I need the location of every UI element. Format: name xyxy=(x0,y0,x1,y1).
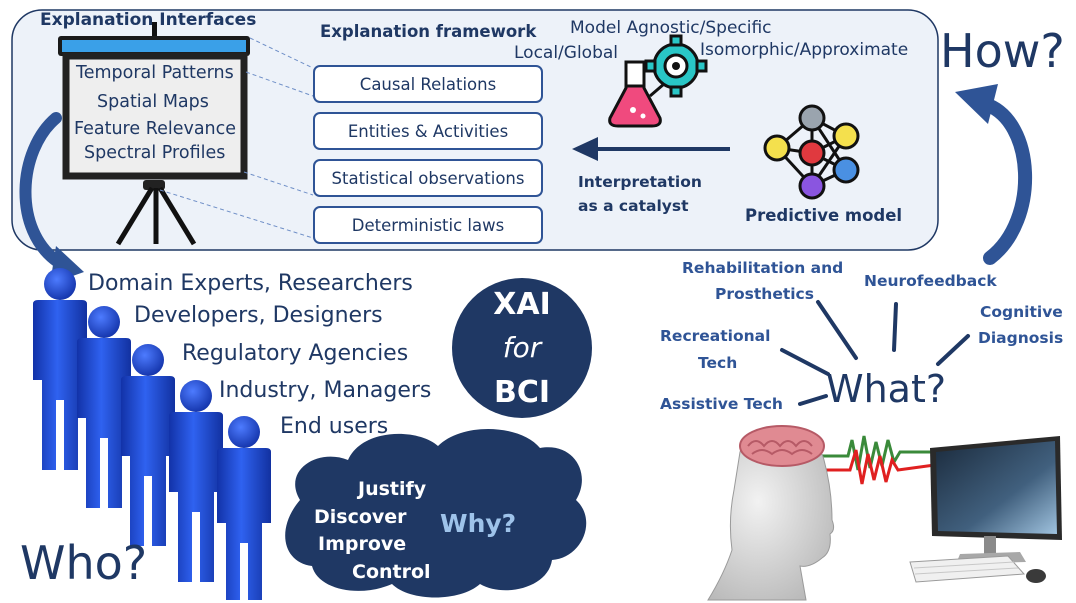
reason-control: Control xyxy=(352,561,431,583)
local-global-label: Local/Global xyxy=(514,43,619,63)
head-with-brain-icon xyxy=(707,425,835,601)
explanation-framework-title: Explanation framework xyxy=(320,22,537,41)
reason-justify: Justify xyxy=(358,478,427,500)
framework-box-deterministic-laws: Deterministic laws xyxy=(313,206,543,244)
people-figures-icon xyxy=(33,268,271,600)
who-label: Who? xyxy=(20,536,148,590)
interface-spectral-profiles: Spectral Profiles xyxy=(84,143,226,163)
interface-spatial-maps: Spatial Maps xyxy=(97,92,209,112)
for-label: for xyxy=(502,331,542,364)
model-agnostic-specific-label: Model Agnostic/Specific xyxy=(570,18,772,38)
neural-network-icon xyxy=(763,104,860,200)
presentation-board-icon xyxy=(58,22,250,246)
how-curved-arrow-icon xyxy=(955,84,1033,265)
interpretation-arrow-icon xyxy=(572,137,730,161)
interpretation-label: Interpretation xyxy=(578,173,702,191)
reason-discover: Discover xyxy=(314,506,407,528)
flask-gear-icon xyxy=(608,34,708,128)
framework-box-causal-relations: Causal Relations xyxy=(313,65,543,103)
app-prosthetics: Prosthetics xyxy=(715,285,814,303)
stakeholder-end-users: End users xyxy=(280,414,389,439)
predictive-model-label: Predictive model xyxy=(745,206,903,225)
app-recreational-tech: Tech xyxy=(698,354,738,372)
app-diagnosis: Diagnosis xyxy=(978,329,1064,347)
app-rehabilitation: Rehabilitation and xyxy=(682,259,844,277)
eeg-signal-icon xyxy=(820,435,943,485)
interface-feature-relevance: Feature Relevance xyxy=(74,119,237,139)
reason-improve: Improve xyxy=(318,533,407,555)
xai-label: XAI xyxy=(493,287,551,322)
stakeholder-domain-experts: Domain Experts, Researchers xyxy=(88,271,413,296)
stakeholder-industry: Industry, Managers xyxy=(219,378,432,403)
dashed-connectors xyxy=(159,37,314,239)
catalyst-label: as a catalyst xyxy=(578,197,689,215)
computer-icon xyxy=(909,436,1062,583)
how-label: How? xyxy=(940,24,1065,78)
stakeholder-developers: Developers, Designers xyxy=(134,303,383,328)
app-assistive-tech: Assistive Tech xyxy=(660,395,783,413)
why-label: Why? xyxy=(440,509,517,538)
bci-label: BCI xyxy=(493,375,551,410)
interface-temporal-patterns: Temporal Patterns xyxy=(76,63,234,83)
what-label: What? xyxy=(826,367,947,411)
xai-bci-circle xyxy=(452,278,592,418)
app-cognitive: Cognitive xyxy=(980,303,1063,321)
app-neurofeedback: Neurofeedback xyxy=(864,272,997,290)
explanation-interfaces-title: Explanation Interfaces xyxy=(40,10,257,30)
what-connector-lines xyxy=(780,300,970,406)
isomorphic-approximate-label: Isomorphic/Approximate xyxy=(700,40,909,60)
stakeholder-regulatory: Regulatory Agencies xyxy=(182,341,409,366)
framework-box-entities-activities: Entities & Activities xyxy=(313,112,543,150)
why-cloud-shape xyxy=(285,428,587,598)
app-recreational: Recreational xyxy=(660,327,771,345)
framework-box-statistical-observations: Statistical observations xyxy=(313,159,543,197)
